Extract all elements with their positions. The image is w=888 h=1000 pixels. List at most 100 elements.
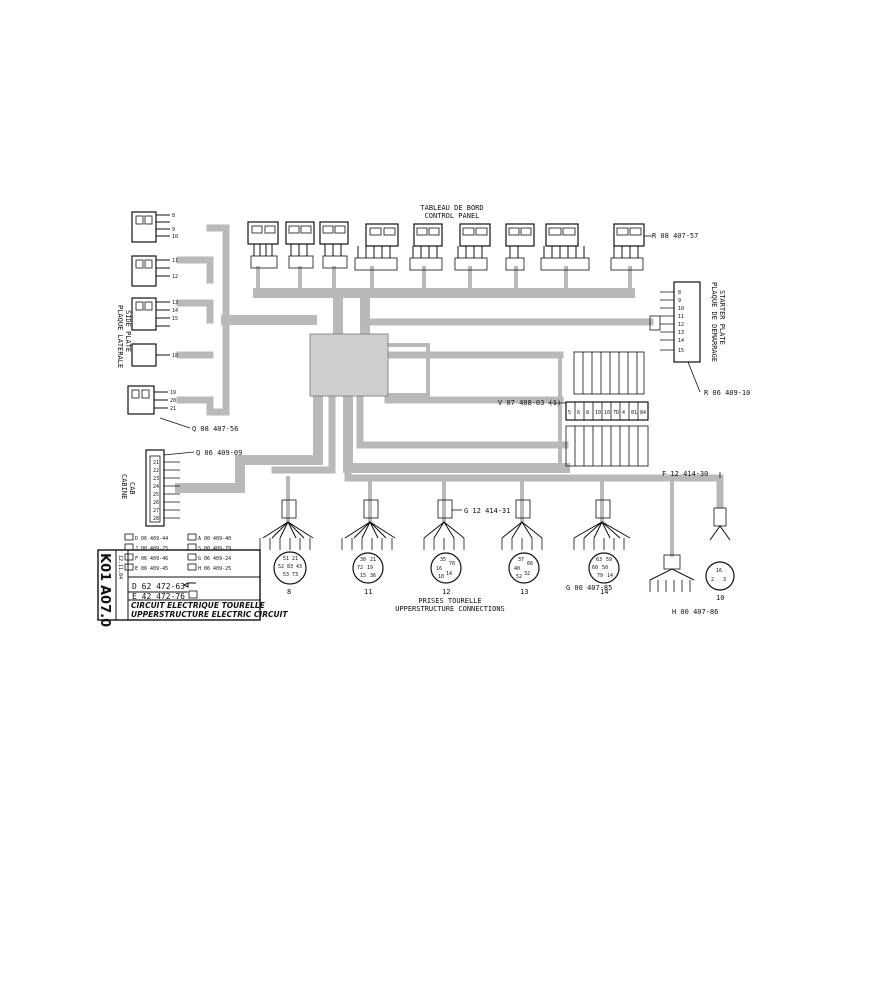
ref-g-00-407-85: G 00 407-85 [566,584,612,592]
starter-plate-title: PLAQUE DE DEMARRAGE [710,282,718,362]
svg-text:21: 21 [370,557,376,563]
svg-text:21: 21 [153,460,159,466]
ref-h-00-407-86: H 00 407-86 [672,608,718,616]
ref-q-06-409-09: Q 06 409-09 [196,449,242,457]
ref-f-12-414-30: F 12 414-30 [662,470,708,478]
svg-text:53: 53 [283,572,289,578]
cab-title: CABINE [120,474,128,499]
title-french: CIRCUIT ELECTRIQUE TOURELLE [131,601,266,610]
side-plate: PLAQUE LATERALE SIDE PLATE 8 9 10 11 12 … [116,211,178,415]
relay-block-v: 5 6 8 10 10 7D 4 81 84 [565,351,649,467]
svg-text:21: 21 [292,556,298,562]
socket-8: 51 21 52 83 43 53 73 8 [273,551,307,596]
ref-r-08-407-57: R 08 407-57 [652,232,698,240]
socket-12: 35 70 16 14 10 12 [430,552,462,596]
svg-text:8: 8 [586,410,589,416]
svg-text:3: 3 [723,577,726,583]
svg-text:18: 18 [172,353,178,359]
svg-text:32: 32 [524,571,530,577]
title-block-date: 12.11.84 [117,555,123,579]
starter-plate-subtitle: STARTER PLATE [718,290,726,345]
svg-text:52: 52 [278,564,284,570]
svg-text:22: 22 [153,468,159,474]
doc-ref-2: E 42 472-76 [132,592,185,601]
title-block-code-bottom: A07.0 [97,585,112,627]
svg-text:37: 37 [518,557,524,563]
title-english: UPPERSTRUCTURE ELECTRIC CIRCUIT [131,610,288,619]
socket-breakouts [259,499,731,592]
svg-text:14: 14 [678,338,684,344]
svg-text:10: 10 [172,234,178,240]
svg-text:66: 66 [527,561,533,567]
svg-text:8: 8 [678,290,681,296]
svg-text:26: 26 [153,500,159,506]
svg-text:40: 40 [514,566,520,572]
svg-text:27: 27 [153,508,159,514]
svg-text:23: 23 [153,476,159,482]
socket-13: 37 66 40 32 52 13 [508,552,540,596]
central-junction-block [309,333,389,397]
svg-text:11: 11 [678,314,684,320]
svg-text:70: 70 [449,561,455,567]
svg-text:28: 28 [153,516,159,522]
svg-text:5: 5 [568,410,571,416]
svg-text:6: 6 [577,410,580,416]
svg-text:51: 51 [283,556,289,562]
svg-text:14: 14 [607,573,613,579]
svg-text:50: 50 [602,565,608,571]
svg-text:19: 19 [170,390,176,396]
socket-14: 63 59 60 50 79 14 14 [588,552,620,596]
svg-text:25: 25 [153,492,159,498]
svg-text:10: 10 [438,574,444,580]
svg-text:14: 14 [172,308,178,314]
svg-text:16: 16 [716,568,722,574]
control-panel-subtitle: CONTROL PANEL [425,212,480,220]
svg-text:13: 13 [172,300,178,306]
svg-text:G 06 409-24: G 06 409-24 [198,556,231,562]
svg-text:8: 8 [172,213,175,219]
svg-text:9: 9 [172,227,175,233]
svg-text:19: 19 [367,565,373,571]
svg-text:72: 72 [357,565,363,571]
svg-text:2: 2 [711,577,714,583]
svg-text:S 00 409-79: S 00 409-79 [198,546,231,552]
svg-text:43: 43 [296,564,302,570]
svg-text:60: 60 [592,565,598,571]
svg-text:E 06 409-45: E 06 409-45 [135,566,168,572]
svg-text:79: 79 [597,573,603,579]
svg-text:59: 59 [606,557,612,563]
socket-10: 16 2 3 10 [705,561,735,602]
svg-text:84: 84 [640,410,646,416]
svg-text:7D: 7D [613,410,619,416]
svg-text:35: 35 [440,557,446,563]
svg-text:24: 24 [153,484,159,490]
svg-text:12: 12 [172,274,178,280]
svg-text:30: 30 [360,557,366,563]
title-block-code-top: K01 [97,553,112,581]
doc-ref-1: D 62 472-63 [132,582,185,591]
svg-text:81: 81 [631,410,637,416]
svg-text:52: 52 [516,574,522,580]
cab-subtitle: CAB [128,482,136,495]
title-block: K01 A07.0 12.11.84 D 62 472-63 E 42 472-… [97,549,288,627]
socket-11: 30 21 72 19 15 36 11 [352,552,384,596]
svg-text:21: 21 [170,406,176,412]
svg-text:83: 83 [287,564,293,570]
connector-legend: D 06 409-44 J 00 409-25 F 06 409-46 E 06… [124,533,231,572]
cab-connector: 21 22 23 24 25 26 27 28 CABINE CAB [120,449,180,527]
svg-text:J 00 409-25: J 00 409-25 [135,546,168,552]
svg-text:9: 9 [678,298,681,304]
svg-text:14: 14 [446,571,452,577]
svg-text:20: 20 [170,398,176,404]
svg-text:12: 12 [678,322,684,328]
control-panel-title: TABLEAU DE BORD [420,204,483,212]
svg-text:10: 10 [678,306,684,312]
side-plate-title: PLAQUE LATERALE [116,305,124,368]
socket-number: 11 [364,588,372,596]
svg-text:63: 63 [596,557,602,563]
svg-text:10: 10 [604,410,610,416]
svg-text:36: 36 [370,573,376,579]
svg-text:F 06 409-46: F 06 409-46 [135,556,168,562]
svg-text:73: 73 [292,572,298,578]
